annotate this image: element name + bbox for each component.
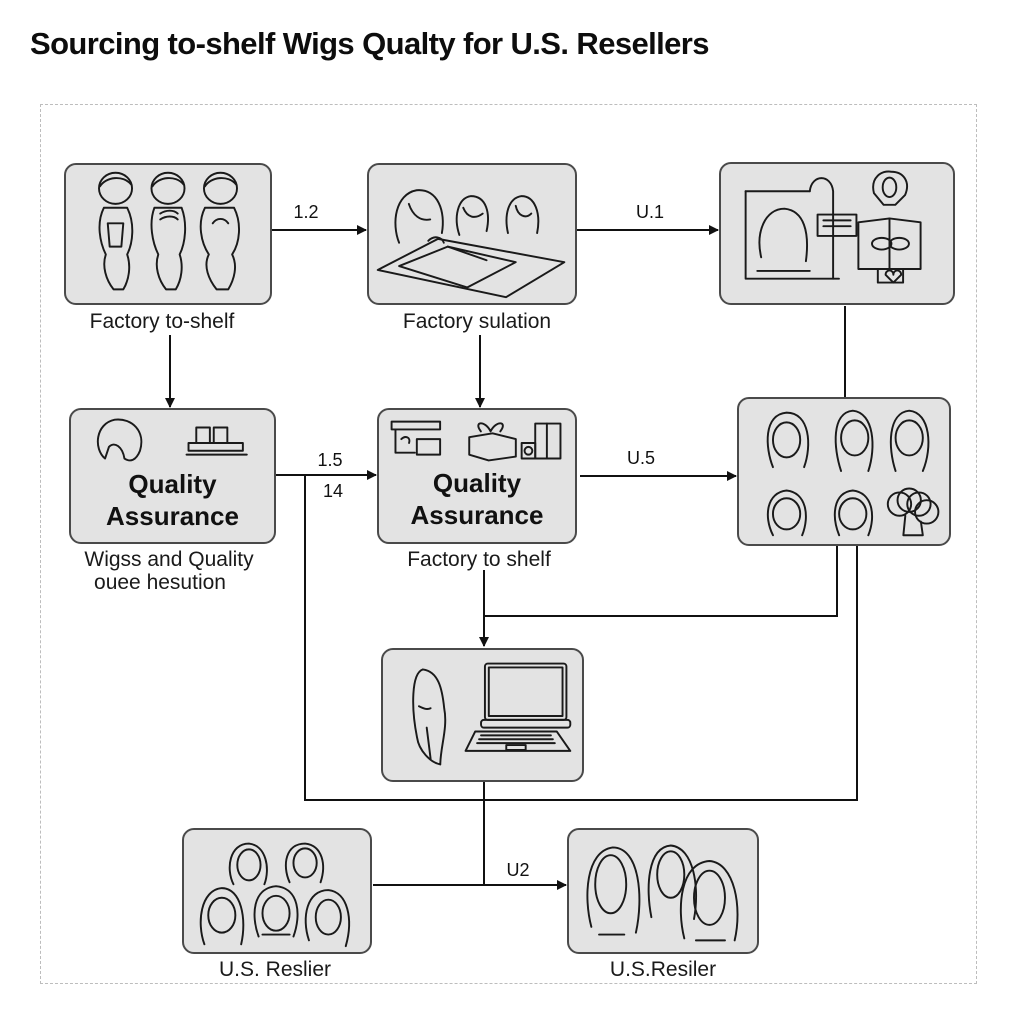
node-quality-assurance-center[interactable]: Quality Assurance bbox=[377, 408, 577, 544]
caption-qa-left-line2: ouee hesution bbox=[94, 571, 226, 594]
woman-at-monitor-and-reader-icon bbox=[744, 170, 922, 284]
edge-label: 14 bbox=[322, 481, 344, 501]
edge-label: U.1 bbox=[635, 202, 665, 222]
node-factory-sulation[interactable] bbox=[367, 163, 577, 305]
group-of-women-icon bbox=[199, 842, 350, 948]
edge-label: U.5 bbox=[626, 448, 656, 468]
caption-qa-left-line1: Wigss and Quality bbox=[84, 548, 254, 571]
edge-label: U2 bbox=[506, 860, 530, 880]
packaging-gifts-icon bbox=[390, 420, 562, 462]
edge-loop-bottom bbox=[304, 475, 858, 801]
node-online-review[interactable] bbox=[719, 162, 955, 305]
edge-label: 1.2 bbox=[293, 202, 319, 222]
diagram-title: Sourcing to-shelf Wigs Qualty for U.S. R… bbox=[30, 26, 709, 61]
node-reseller-left[interactable] bbox=[182, 828, 372, 954]
wig-and-cases-icon bbox=[96, 418, 248, 462]
edge-styles-to-ecommerce bbox=[484, 546, 838, 617]
node-quality-assurance-left[interactable]: Quality Assurance bbox=[69, 408, 276, 544]
diagram-frame bbox=[40, 104, 977, 984]
caption-reseller-right: U.S.Resiler bbox=[609, 958, 717, 981]
caption-reseller-left: U.S. Reslier bbox=[218, 958, 332, 981]
caption-qa-center: Factory to shelf bbox=[407, 548, 551, 571]
node-factory-to-shelf[interactable] bbox=[64, 163, 272, 305]
node-heading: Assurance bbox=[106, 501, 239, 531]
edge-label: 1.5 bbox=[317, 450, 343, 470]
node-heading: Quality bbox=[432, 468, 522, 498]
wig-styles-grid-icon bbox=[766, 409, 940, 537]
node-reseller-right[interactable] bbox=[567, 828, 759, 954]
caption-factory-sulation: Factory sulation bbox=[402, 310, 552, 333]
node-heading: Assurance bbox=[410, 500, 544, 530]
three-wigs-icon bbox=[586, 844, 739, 942]
node-wig-styles[interactable] bbox=[737, 397, 951, 546]
wig-stands-icon bbox=[98, 171, 240, 291]
women-reviewing-blueprints-icon bbox=[376, 189, 566, 299]
wig-and-laptop-icon bbox=[412, 662, 572, 766]
node-ecommerce[interactable] bbox=[381, 648, 584, 782]
caption-factory-to-shelf: Factory to-shelf bbox=[89, 310, 235, 333]
node-heading: Quality bbox=[128, 469, 217, 499]
